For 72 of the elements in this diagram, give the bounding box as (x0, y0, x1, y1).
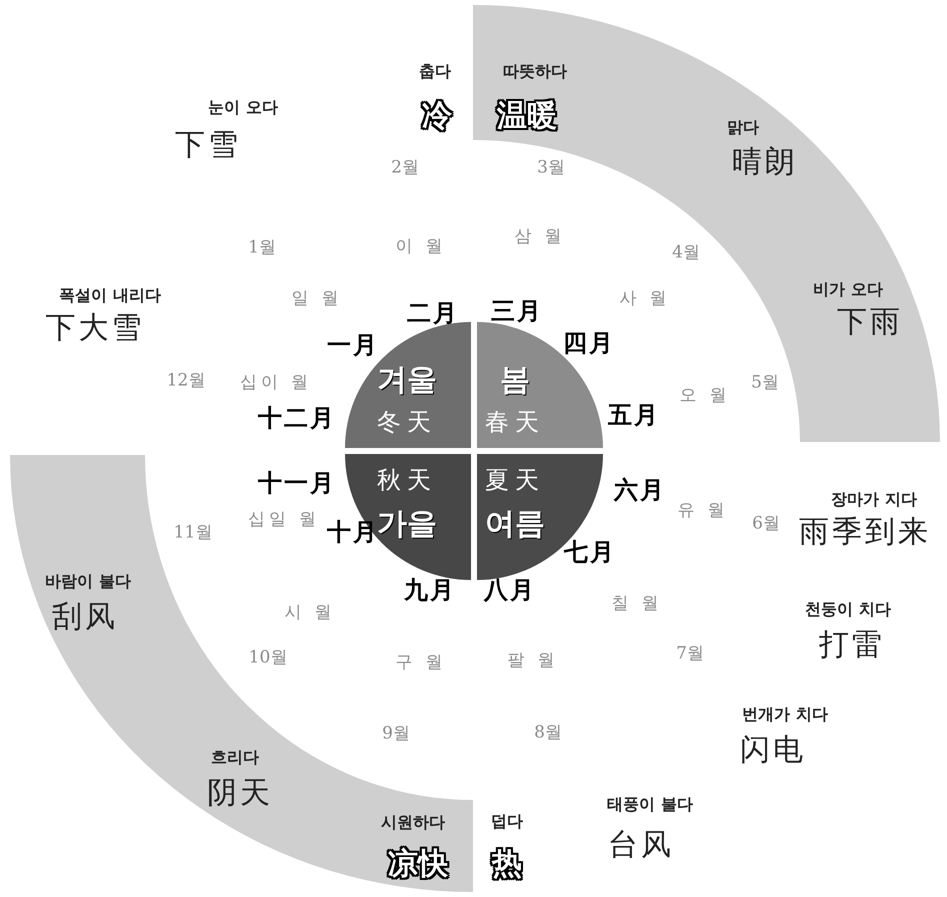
season-name: 여름 (485, 506, 545, 544)
month-number: 1월 (248, 236, 276, 258)
korean-phrase: 춥다 (419, 62, 451, 82)
outlined-chinese-word: 热 (492, 844, 522, 884)
chinese-word: 下雪 (175, 126, 241, 164)
korean-month-name: 삼 월 (514, 226, 566, 248)
chinese-month-name: 一月 (327, 329, 379, 361)
chinese-word: 闪电 (740, 732, 806, 770)
korean-month-name: 오 월 (679, 384, 731, 406)
korean-phrase: 폭설이 내리다 (59, 286, 161, 306)
korean-phrase: 눈이 오다 (208, 98, 278, 118)
chinese-month-name: 九月 (404, 574, 456, 606)
month-number: 8월 (534, 722, 562, 744)
season-name: 봄 (500, 362, 530, 400)
chinese-word: 台风 (608, 826, 674, 864)
season-chinese-name: 春天 (485, 407, 545, 438)
korean-month-name: 시 월 (284, 602, 336, 624)
month-number: 6월 (752, 512, 780, 534)
korean-phrase: 맑다 (727, 118, 759, 138)
outlined-chinese-word: 温暖 (497, 98, 557, 136)
chinese-month-name: 八月 (484, 574, 536, 606)
korean-month-name: 팔 월 (507, 650, 559, 672)
chinese-month-name: 十一月 (258, 467, 336, 499)
chinese-word: 雨季到来 (799, 514, 931, 552)
month-number: 7월 (676, 642, 704, 664)
chinese-month-name: 十二月 (258, 402, 336, 434)
month-number: 12월 (166, 370, 206, 392)
korean-phrase: 비가 오다 (813, 280, 883, 300)
season-chinese-name: 夏天 (485, 465, 545, 496)
korean-phrase: 따뜻하다 (503, 62, 567, 82)
korean-phrase: 번개가 치다 (742, 704, 828, 726)
outlined-chinese-word: 凉快 (388, 846, 448, 884)
korean-month-name: 십이 월 (240, 372, 312, 394)
korean-month-name: 십일 월 (248, 508, 320, 530)
korean-month-name: 유 월 (677, 500, 729, 522)
chinese-word: 下大雪 (46, 310, 144, 348)
chinese-month-name: 三月 (491, 295, 543, 327)
chinese-word: 刮风 (52, 598, 118, 636)
chinese-word: 阴天 (207, 774, 273, 812)
korean-phrase: 시원하다 (381, 812, 445, 834)
korean-month-name: 일 월 (291, 288, 343, 310)
korean-month-name: 칠 월 (611, 592, 663, 614)
season-chinese-name: 秋天 (377, 465, 437, 496)
month-number: 9월 (382, 722, 410, 744)
korean-month-name: 사 월 (619, 288, 671, 310)
month-number: 11월 (174, 522, 212, 544)
korean-month-name: 구 월 (395, 652, 447, 674)
korean-phrase: 흐리다 (211, 748, 259, 768)
month-number: 3월 (537, 156, 565, 178)
chinese-month-name: 四月 (563, 327, 615, 359)
korean-phrase: 태풍이 불다 (607, 794, 693, 816)
chinese-month-name: 七月 (564, 536, 616, 568)
chinese-month-name: 五月 (608, 399, 660, 431)
month-number: 10월 (248, 646, 288, 668)
month-number: 5월 (751, 372, 779, 394)
korean-phrase: 천둥이 치다 (805, 600, 891, 620)
korean-phrase: 장마가 지다 (831, 490, 917, 510)
chinese-month-name: 二月 (407, 297, 459, 329)
chinese-word: 打雷 (819, 626, 885, 664)
season-chinese-name: 冬天 (377, 407, 437, 438)
korean-phrase: 덥다 (491, 812, 523, 832)
chinese-word: 晴朗 (732, 144, 798, 182)
korean-month-name: 이 월 (395, 236, 447, 258)
outlined-chinese-word: 冷 (422, 98, 452, 136)
chinese-word: 下雨 (837, 304, 903, 342)
month-number: 4월 (672, 242, 700, 264)
chinese-month-name: 六月 (614, 474, 666, 506)
korean-phrase: 바람이 불다 (45, 572, 131, 592)
season-name: 겨울 (377, 362, 437, 400)
month-number: 2월 (391, 156, 419, 178)
season-name: 가을 (377, 506, 437, 544)
chinese-month-name: 十月 (327, 517, 379, 548)
